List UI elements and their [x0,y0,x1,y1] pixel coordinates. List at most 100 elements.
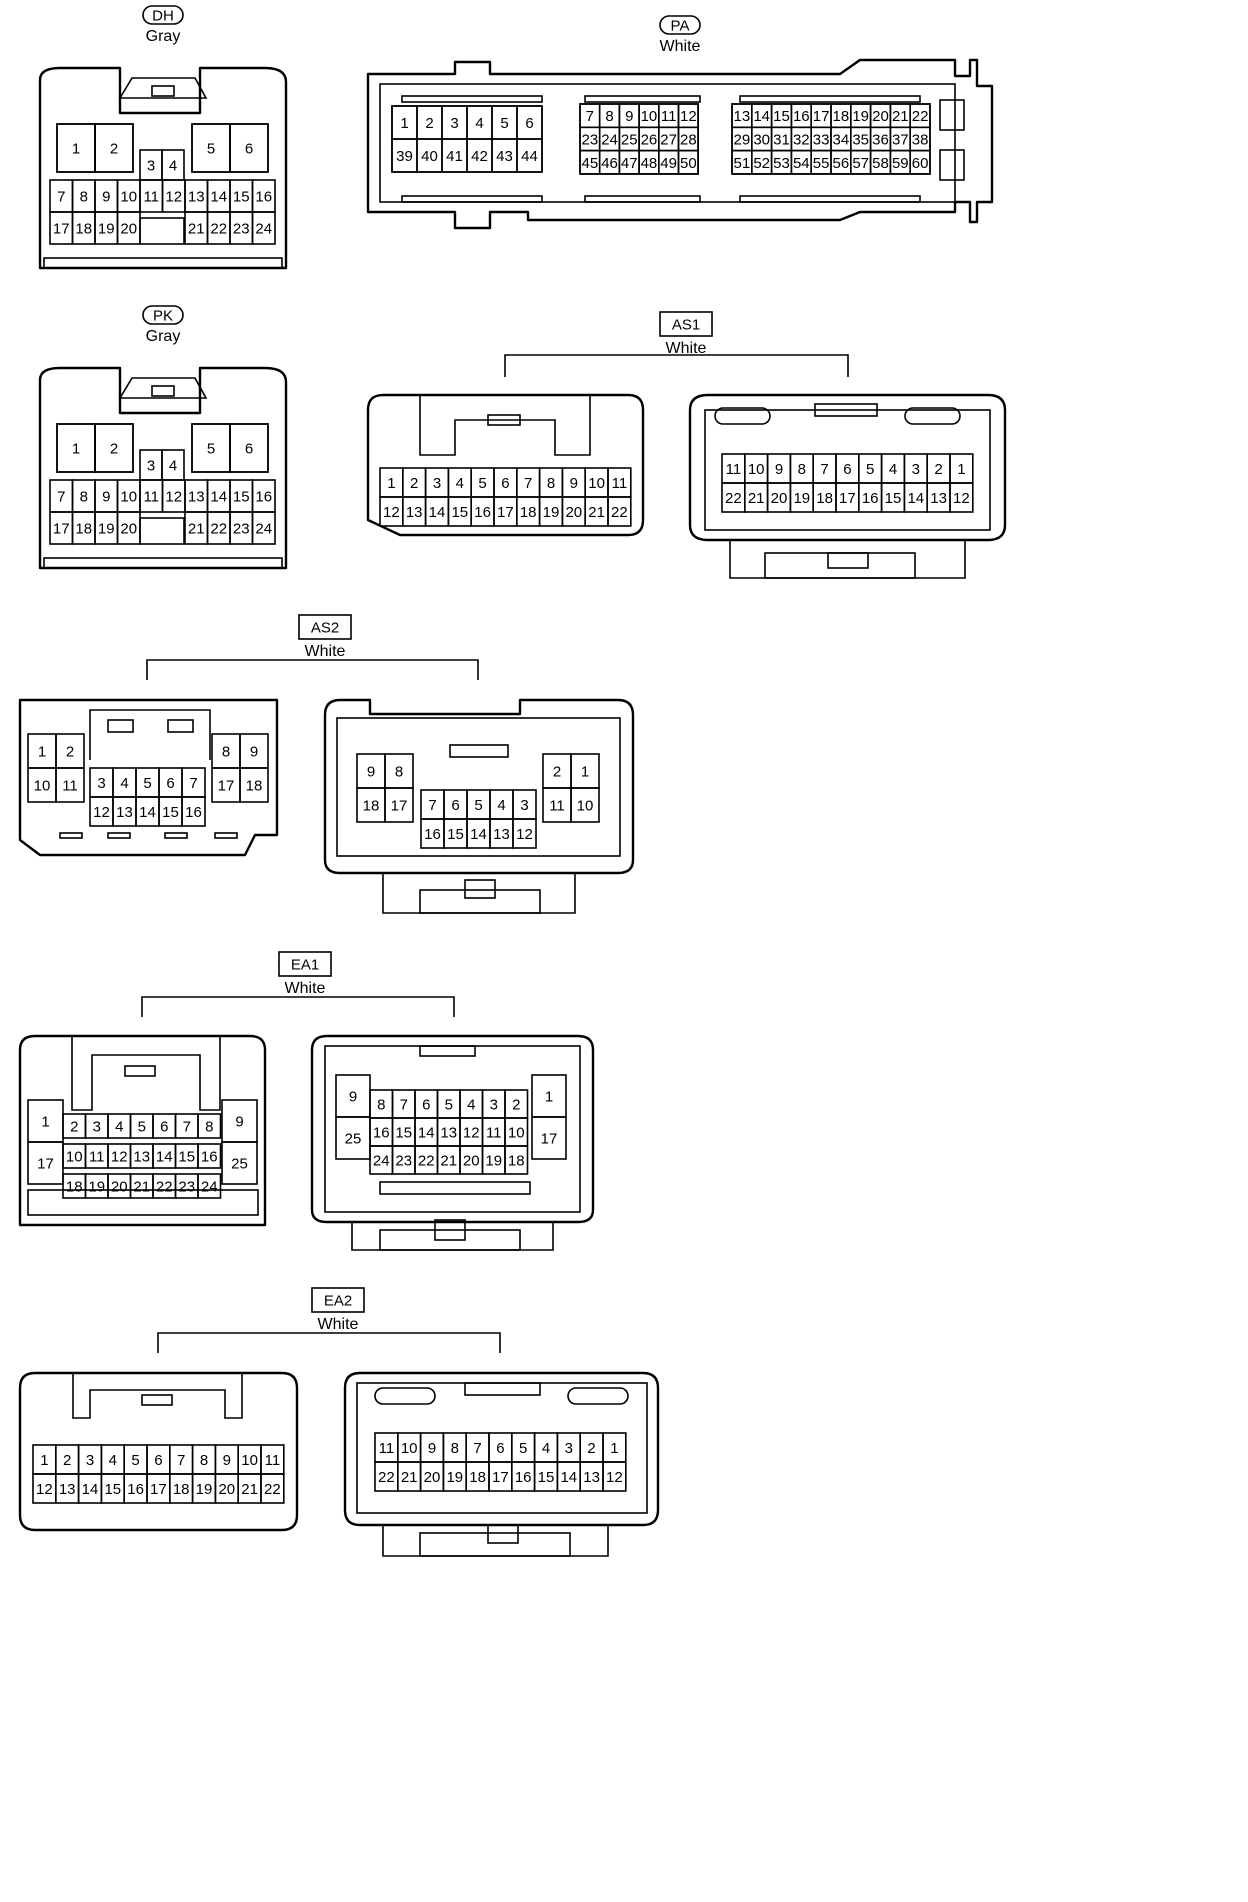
pin-number: 13 [440,1125,457,1142]
pin-number: 9 [223,1452,231,1469]
pin-20: 20 [561,496,587,527]
pin-number: 2 [66,744,74,761]
pin-7: 7 [169,1444,194,1475]
pin-number: 8 [222,744,230,761]
pin-18: 18 [169,1473,194,1504]
connector-id-tag [142,5,184,25]
pin-number: 21 [188,521,205,538]
lock-notch [487,414,521,426]
pin-number: 20 [111,1179,128,1196]
housing-detail [827,552,869,569]
pin-number: 54 [793,155,810,172]
pin-10: 10 [584,467,609,498]
pin-number: 3 [97,775,105,792]
pin-number: 15 [233,189,250,206]
pin-number: 18 [520,504,537,521]
pin-number: 17 [839,490,856,507]
pin-13: 13 [489,818,514,849]
pin-number: 38 [912,131,929,148]
pin-number: 37 [892,131,909,148]
pin-14: 14 [77,1473,103,1504]
pin-number: 5 [500,115,508,132]
pin-number: 14 [418,1125,435,1142]
housing-detail [584,95,701,103]
pin-16: 16 [123,1473,148,1504]
pin-20: 20 [419,1461,445,1492]
housing-outline [323,698,635,875]
pin-4: 4 [459,1089,484,1119]
pin-number: 53 [773,155,790,172]
connector-id: DH [152,8,174,25]
pin-24: 24 [251,211,276,245]
pin-number: 7 [820,461,828,478]
pin-number: 12 [516,826,533,843]
pin-15: 15 [229,179,254,213]
pin-12: 12 [379,496,404,527]
pin-30: 30 [750,126,773,152]
pin-number: 23 [233,221,250,238]
pin-11: 11 [657,103,680,129]
pin-31: 31 [770,126,793,152]
pin-number: 44 [521,148,538,165]
housing-detail [401,95,543,103]
pin-number: 13 [188,489,205,506]
pin-9: 9 [94,179,119,213]
pin-number: 1 [38,744,46,761]
pin-16: 16 [510,1461,536,1492]
pin-15: 15 [533,1461,559,1492]
pin-number: 10 [241,1452,258,1469]
pin-cell [251,211,276,245]
pin-1: 1 [56,423,96,473]
pin-number: 16 [474,504,491,521]
lock-notch [141,1394,173,1406]
pin-13: 13 [112,796,137,827]
pin-number: 55 [813,155,830,172]
pin-number: 22 [611,504,628,521]
connector-id-tag [311,1287,365,1313]
pin-number: 5 [207,141,215,158]
pin-number: 20 [120,221,137,238]
pin-number: 22 [210,521,227,538]
pin-16: 16 [251,479,276,513]
pin-number: 1 [957,461,965,478]
housing-outline [38,366,288,570]
pin-10: 10 [237,1444,262,1475]
housing-detail [419,1532,571,1557]
pin-38: 38 [909,126,931,152]
housing-outline [18,1034,267,1227]
pin-number: 21 [188,221,205,238]
pin-number: 32 [793,131,810,148]
pin-number: 24 [201,1179,218,1196]
pin-8: 8 [442,1432,467,1463]
pin-14: 14 [750,103,773,129]
pin-12: 12 [107,1143,132,1169]
pin-17: 17 [384,787,414,823]
pin-number: 5 [138,1119,146,1136]
housing-base [382,873,576,914]
pin-number: 4 [169,158,177,175]
pin-14: 14 [206,479,231,513]
pin-5: 5 [123,1444,148,1475]
housing-detail [107,832,131,839]
pin-5: 5 [191,423,231,473]
pin-11: 11 [721,453,746,484]
connector-color: Gray [146,328,181,345]
pin-47: 47 [618,149,640,175]
pin-number: 15 [178,1149,195,1166]
pin-number: 17 [37,1156,54,1173]
latch-frame [89,709,211,760]
pin-number: 22 [725,490,742,507]
pin-number: 45 [582,155,599,172]
pin-18: 18 [812,482,837,513]
pin-cell [55,767,85,803]
pin-7: 7 [812,453,837,484]
pin-22: 22 [260,1473,285,1504]
pin-number: 17 [541,1131,558,1148]
pin-12: 12 [677,103,700,129]
pin-number: 1 [41,1114,49,1131]
housing-detail [59,832,83,839]
pin-number: 4 [456,475,464,492]
pin-13: 13 [579,1461,604,1492]
pin-number: 43 [496,148,513,165]
